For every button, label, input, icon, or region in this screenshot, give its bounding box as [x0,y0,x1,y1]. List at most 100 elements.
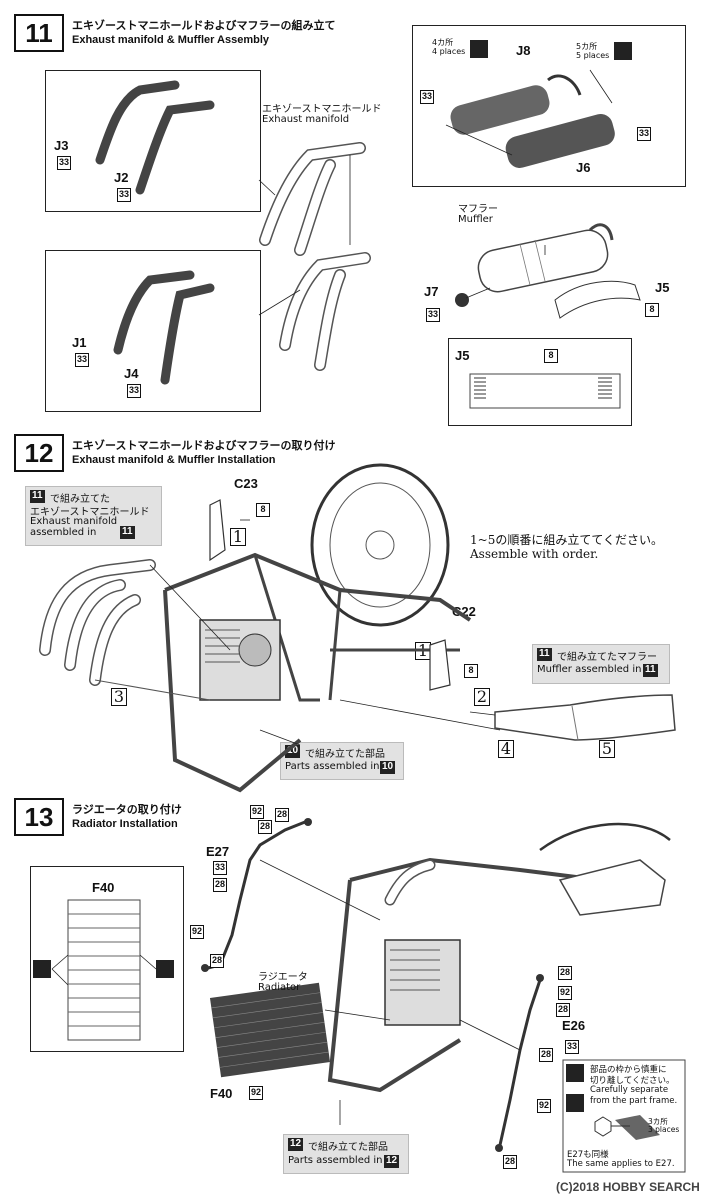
part-e27-label: E27 [206,844,230,859]
part-c22-label: C22 [452,604,476,619]
order-3: 3 [111,688,127,706]
places-4-en: 4 places [432,47,466,56]
paint-33-tag: 33 [75,353,90,367]
ref-muffler-step2: 11 [643,664,658,677]
order-note-en: Assemble with order. [470,547,599,561]
note-same-en: The same applies to E27. [567,1159,675,1169]
part-j3-label: J3 [54,138,69,153]
step-12-title-jp: エキゾーストマニホールドおよびマフラーの取り付け [72,439,336,452]
sprue-cut-icon-left [33,960,51,978]
sprue-cut-icon [470,40,488,58]
paint-8-tag: 8 [645,303,659,317]
paint-33-tag: 33 [57,156,72,170]
part-j6-label: J6 [576,160,591,175]
ref-parts-10-step2: 10 [380,761,396,774]
paint-28-tag: 28 [213,878,228,892]
paint-33-tag: 33 [426,308,441,322]
step-11-number: 11 [14,14,64,52]
order-1-c23: 1 [230,528,246,546]
ref-parts-12-en: Parts assembled in [288,1155,383,1166]
note-places3-jp: 3カ所 [648,1117,668,1126]
order-note-jp: 1~5の順番に組み立ててください。 [470,533,663,547]
paint-33-tag: 33 [117,188,132,202]
part-j8-label: J8 [516,43,531,58]
step-11-title-en: Exhaust manifold & Muffler Assembly [72,34,270,46]
note-line1-jp: 部品の枠から慎重に [590,1065,667,1075]
paint-28-tag: 28 [210,954,225,968]
ref-parts-12-step2: 12 [384,1155,400,1168]
paint-33-tag: 33 [565,1040,580,1054]
step-11-title-jp: エキゾーストマニホールドおよびマフラーの組み立て [72,19,336,32]
ref-manifold-step2: 11 [120,526,135,539]
ref-muffler-step: 11 [537,648,552,661]
paint-33-tag: 33 [213,861,228,875]
places-5-en: 5 places [576,51,610,60]
note-places3-en: 3 places [648,1125,680,1134]
ref-manifold-step: 11 [30,490,45,503]
step-12-title-en: Exhaust manifold & Muffler Installation [72,454,276,466]
radiator-label-jp: ラジエータ [258,972,308,983]
ref-manifold-jp1: で組み立てた [50,494,110,505]
ref-parts-12-step: 12 [288,1138,304,1151]
places-5-jp: 5カ所 [576,42,598,51]
paint-8-tag: 8 [256,503,270,517]
paint-92-tag: 92 [537,1099,552,1113]
sprue-cut-icon [566,1094,584,1112]
paint-33-tag: 33 [637,127,652,141]
paint-92-tag: 92 [558,986,573,1000]
paint-28-tag: 28 [275,808,290,822]
ref-parts-12-jp: で組み立てた部品 [308,1142,388,1153]
paint-28-tag: 28 [556,1003,571,1017]
paint-28-tag: 28 [539,1048,554,1062]
note-line2-jp: 切り離してください。 [590,1076,675,1086]
note-same-jp: E27も同様 [567,1150,609,1160]
muffler-label-jp: マフラー [458,204,498,215]
paint-8-tag: 8 [464,664,478,678]
j5-detail-label: J5 [455,348,470,363]
sprue-cut-icon [614,42,632,60]
paint-33-tag: 33 [420,90,435,104]
manifold-label-en: Exhaust manifold [262,114,350,125]
ref-parts-10-step: 10 [285,745,301,758]
paint-28-tag: 28 [558,966,573,980]
places-4-jp: 4カ所 [432,38,454,47]
paint-92-tag: 92 [249,1086,264,1100]
order-1-c22: 1 [415,642,431,660]
ref-parts-10-jp: で組み立てた部品 [305,749,385,760]
paint-8-tag: 8 [544,349,558,363]
paint-28-tag: 28 [503,1155,518,1169]
part-j2-label: J2 [114,170,129,185]
step-12-number: 12 [14,434,64,472]
part-j7-label: J7 [424,284,439,299]
paint-33-tag: 33 [127,384,142,398]
order-2: 2 [474,688,490,706]
ref-manifold-jp2: エキゾーストマニホールド [30,507,150,518]
note-line2-en: from the part frame. [590,1096,678,1106]
manifold-label-jp: エキゾーストマニホールド [262,104,382,115]
ref-manifold-en: Exhaust manifold assembled in [30,516,118,538]
order-5: 5 [599,740,615,758]
watermark: (C)2018 HOBBY SEARCH [556,1180,700,1194]
knife-icon [566,1064,584,1082]
order-4: 4 [498,740,514,758]
part-j5-label: J5 [655,280,670,295]
ref-muffler-jp: で組み立てたマフラー [557,652,657,663]
part-j4-label: J4 [124,366,139,381]
paint-92-tag: 92 [250,805,265,819]
step-13-number: 13 [14,798,64,836]
ref-parts-10-en: Parts assembled in [285,761,380,772]
muffler-label-en: Muffler [458,214,493,225]
note-line1-en: Carefully separate [590,1085,669,1095]
part-f40-label: F40 [210,1086,233,1101]
sprue-cut-icon-right [156,960,174,978]
f40-detail-label: F40 [92,880,115,895]
step-13-title-jp: ラジエータの取り付け [72,803,182,816]
step-13-title-en: Radiator Installation [72,818,178,830]
paint-28-tag: 28 [258,820,273,834]
part-e26-label: E26 [562,1018,586,1033]
part-c23-label: C23 [234,476,258,491]
ref-muffler-en: Muffler assembled in [537,664,642,675]
part-j1-label: J1 [72,335,87,350]
ref-manifold-box [25,486,162,546]
